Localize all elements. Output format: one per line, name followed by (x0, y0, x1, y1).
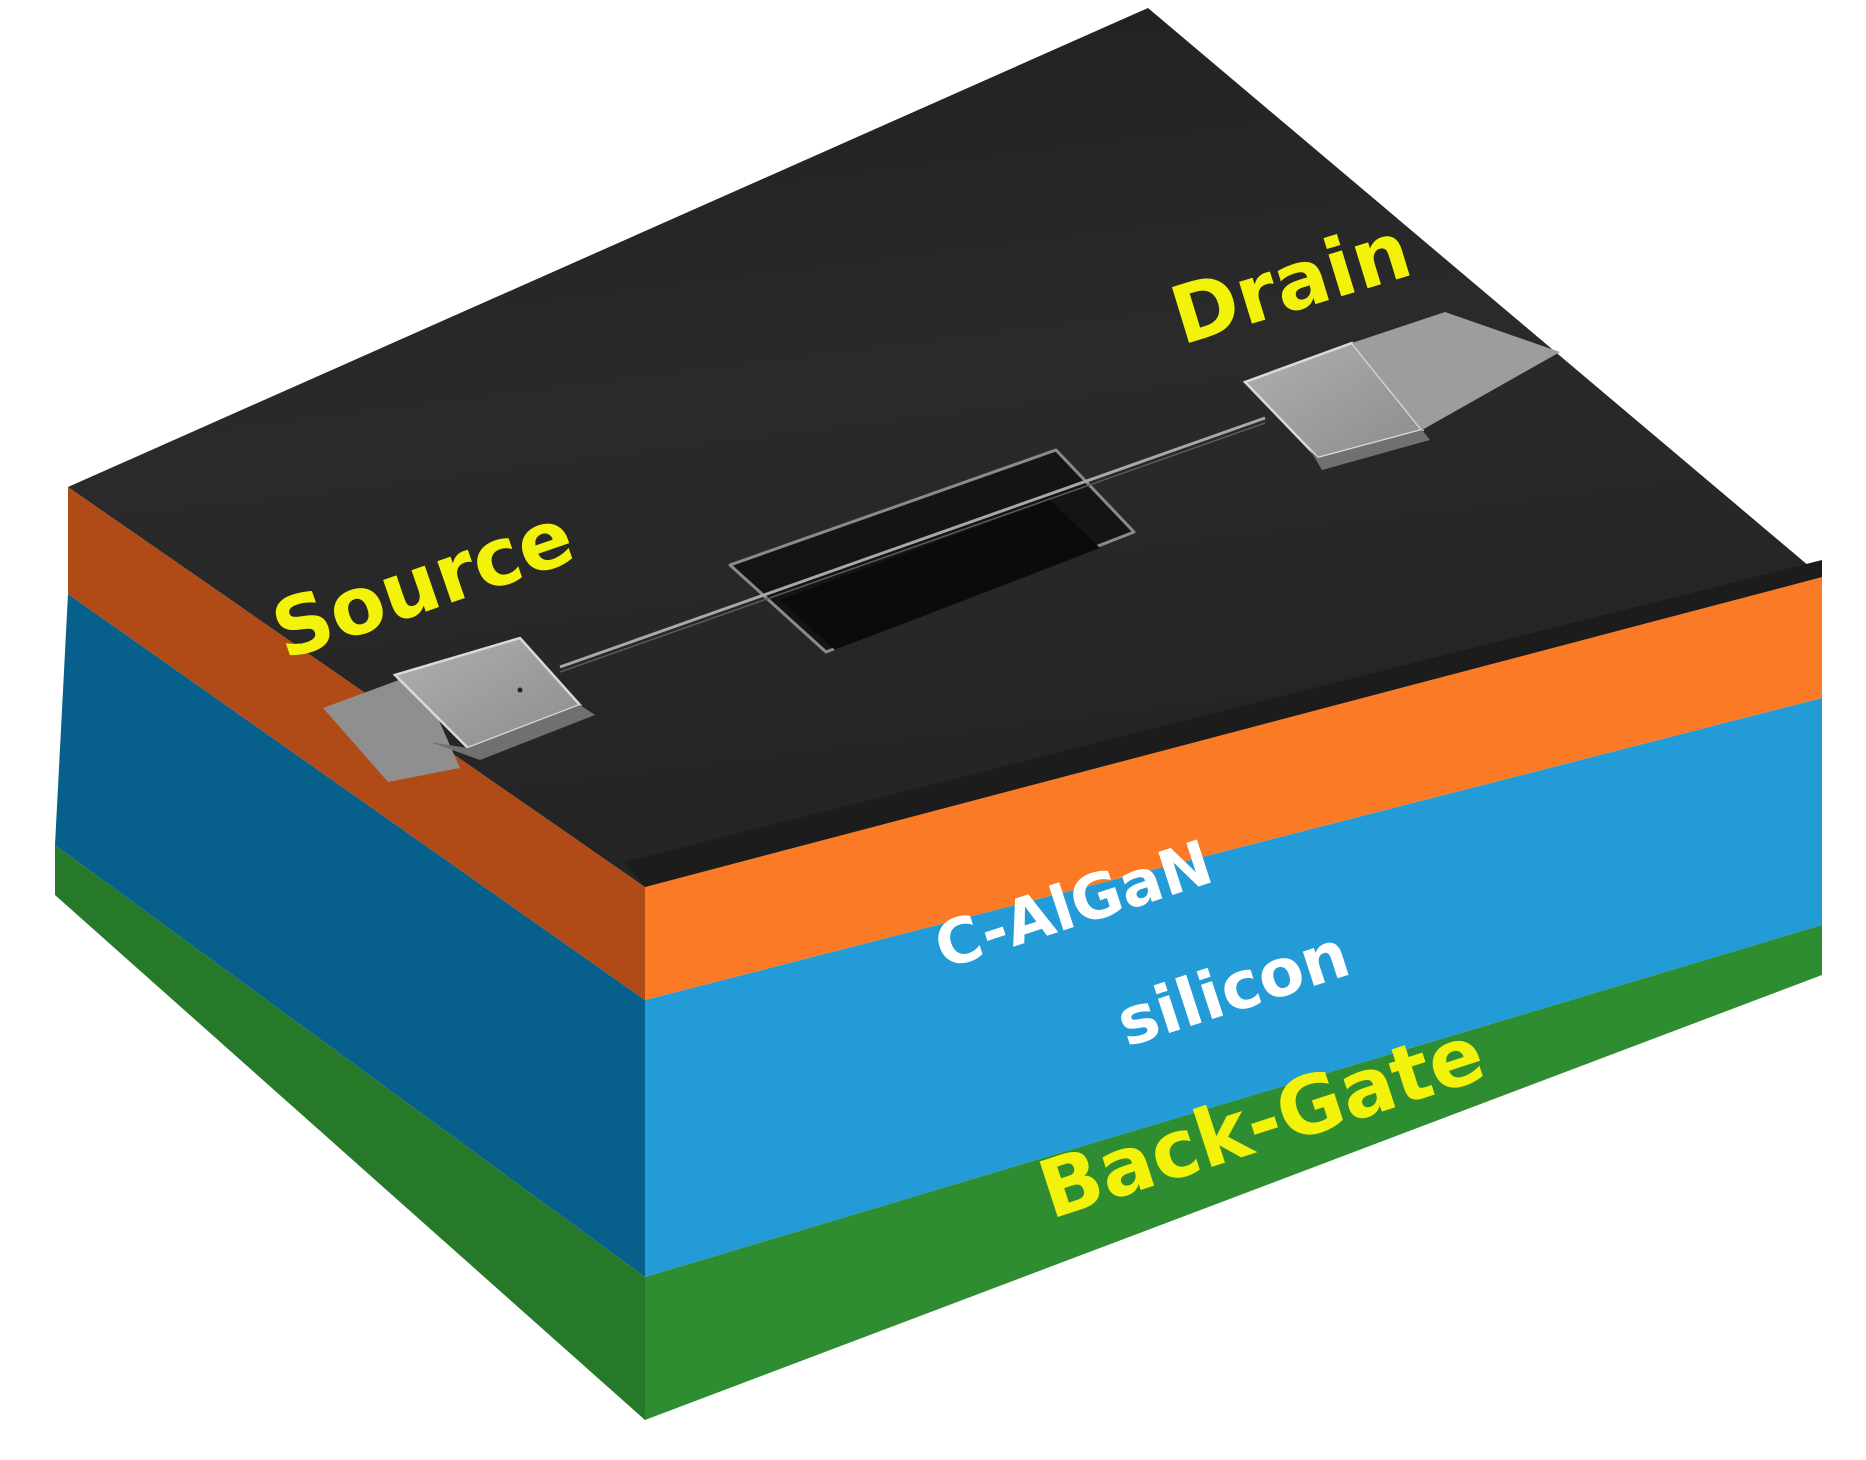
back-gate-side-face (55, 845, 645, 1420)
silicon-side-face (55, 594, 645, 1277)
drain-contact-pad (1242, 312, 1560, 470)
silicon-front-face (645, 698, 1822, 1277)
interconnect-line (559, 416, 1266, 669)
top-front-edge (624, 560, 1822, 887)
source-contact-pad (323, 636, 595, 782)
back-gate-front-face (645, 925, 1822, 1420)
c-algan-front-face (645, 577, 1822, 1000)
